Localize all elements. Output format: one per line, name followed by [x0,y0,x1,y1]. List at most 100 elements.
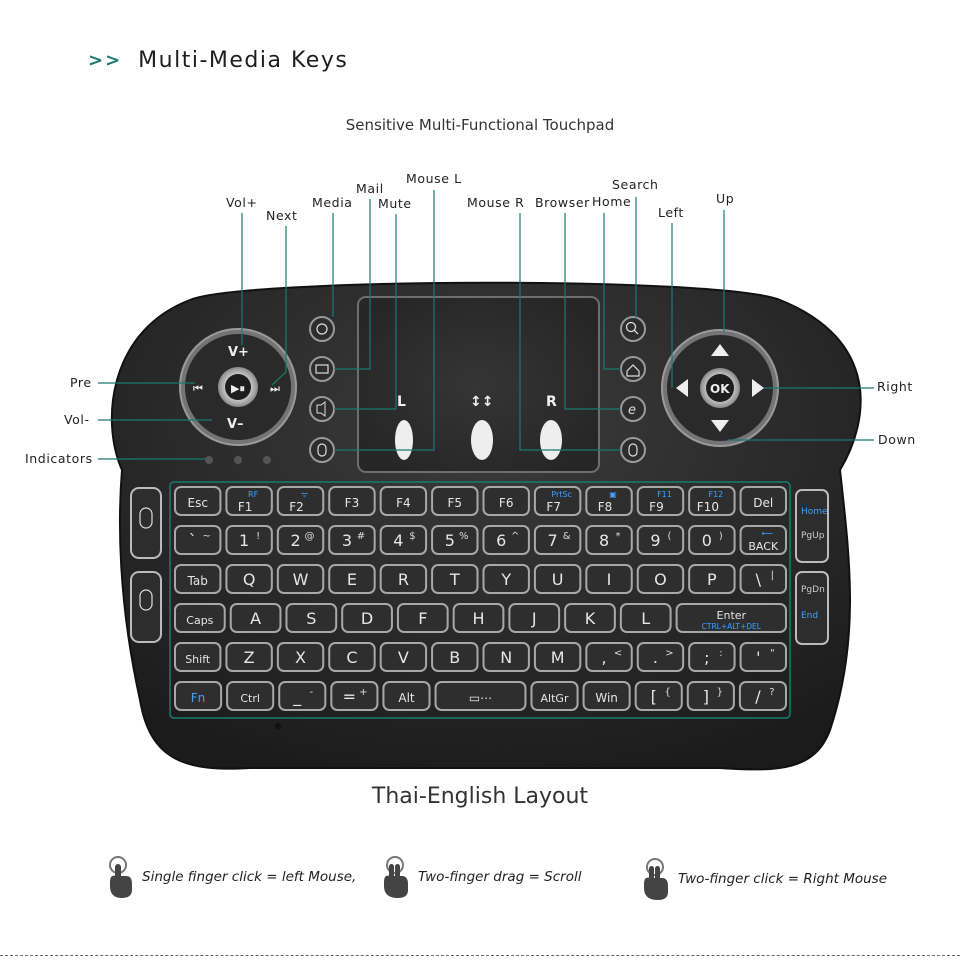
key-1-5[interactable]: 5% [431,525,479,555]
key-5-4[interactable]: Alt [382,681,431,711]
key-4-0[interactable]: Shift [174,642,222,672]
key-0-6[interactable]: F6 [482,486,530,516]
key-5-3[interactable]: =+ [330,681,379,711]
key-3-2[interactable]: S [285,603,338,633]
left-side-mouse-key-top [130,487,162,559]
key-3-4[interactable]: F [396,603,449,633]
key-4-8[interactable]: ,< [585,642,633,672]
key-1-7[interactable]: 7& [533,525,582,555]
key-0-8[interactable]: ▣F8 [585,486,633,516]
key-label: 0 [702,531,712,550]
key-3-0[interactable]: Caps [174,603,226,633]
key-1-9[interactable]: 9( [636,525,685,555]
key-3-5[interactable]: H [452,603,505,633]
svg-text:e: e [628,403,636,418]
key-2-7[interactable]: U [533,564,582,594]
key-top-label: ⟵ [762,529,774,538]
key-2-0[interactable]: Tab [174,564,222,594]
key-5-2[interactable]: _- [278,681,327,711]
hand-two-finger-click-icon [644,858,668,900]
side-key-pgdn: PgDn [801,585,825,595]
key-2-5[interactable]: T [431,564,479,594]
key-5-1[interactable]: Ctrl [226,681,275,711]
key-label: ▭⋯ [469,691,492,705]
touchpad-mark-scroll: ↕↕ [470,394,493,410]
key-5-0[interactable]: Fn [174,681,223,711]
key-4-10[interactable]: ;: [688,642,736,672]
key-2-6[interactable]: Y [482,564,530,594]
key-1-10[interactable]: 0) [688,525,736,555]
touchpad-mark-right: R [546,394,557,410]
key-label: Del [753,496,773,510]
callout-search: Search [612,177,659,192]
key-1-4[interactable]: 4$ [379,525,428,555]
key-1-0[interactable]: `~ [174,525,222,555]
callout-media: Media [312,195,353,210]
key-5-7[interactable]: Win [582,681,631,711]
key-2-1[interactable]: Q [225,564,273,594]
key-3-8[interactable]: L [619,603,672,633]
key-2-9[interactable]: O [636,564,685,594]
dpad-right-center-label: OK [710,382,730,396]
key-3-3[interactable]: D [341,603,393,633]
legend-two-finger-click: Two-finger click = Right Mouse [640,858,887,900]
key-0-2[interactable]: ᯤF2 [276,486,325,516]
key-5-5[interactable]: ▭⋯ [434,681,527,711]
key-1-1[interactable]: 1! [225,525,273,555]
key-label: W [293,570,309,589]
key-3-7[interactable]: K [564,603,616,633]
key-label: Shift [185,653,211,666]
key-4-5[interactable]: B [431,642,479,672]
key-4-7[interactable]: M [533,642,582,672]
key-label: L [641,609,650,628]
key-label: . [653,648,658,667]
key-5-9[interactable]: ]} [686,681,735,711]
key-4-9[interactable]: .> [636,642,685,672]
key-0-4[interactable]: F4 [379,486,428,516]
key-4-1[interactable]: Z [225,642,273,672]
key-5-10[interactable]: /? [738,681,788,711]
callout-indicators: Indicators [25,451,93,466]
callout-mouse-l: Mouse L [406,171,462,186]
key-0-5[interactable]: F5 [431,486,479,516]
key-alt-label: : [719,648,722,659]
key-1-3[interactable]: 3# [328,525,376,555]
key-alt-label: ~ [203,531,211,542]
key-2-8[interactable]: I [585,564,633,594]
key-2-3[interactable]: E [328,564,376,594]
key-alt-label: ^ [511,531,519,542]
key-2-4[interactable]: R [379,564,428,594]
key-4-4[interactable]: V [379,642,428,672]
key-1-11[interactable]: ⟵BACK [739,525,787,555]
callout-vol-plus: Vol+ [226,195,258,210]
key-label: Z [244,648,255,667]
key-4-2[interactable]: X [276,642,325,672]
key-3-1[interactable]: A [229,603,282,633]
key-0-0[interactable]: Esc [174,486,222,516]
key-0-3[interactable]: F3 [328,486,376,516]
key-label: Esc [187,496,207,510]
key-1-8[interactable]: 8* [585,525,633,555]
key-4-6[interactable]: N [482,642,530,672]
key-4-3[interactable]: C [328,642,376,672]
callout-up: Up [716,191,735,206]
section-header: >> Multi-Media Keys [88,44,348,76]
key-label: B [449,648,460,667]
key-3-6[interactable]: J [508,603,561,633]
key-5-8[interactable]: [{ [634,681,683,711]
key-2-2[interactable]: W [276,564,325,594]
key-5-6[interactable]: AltGr [530,681,579,711]
key-2-10[interactable]: P [688,564,736,594]
key-2-11[interactable]: \| [739,564,787,594]
key-4-11[interactable]: '" [739,642,787,672]
key-0-11[interactable]: Del [739,486,787,516]
key-1-6[interactable]: 6^ [482,525,530,555]
key-label: [ [651,687,657,706]
callout-home: Home [592,194,632,209]
key-1-2[interactable]: 2@ [276,525,325,555]
